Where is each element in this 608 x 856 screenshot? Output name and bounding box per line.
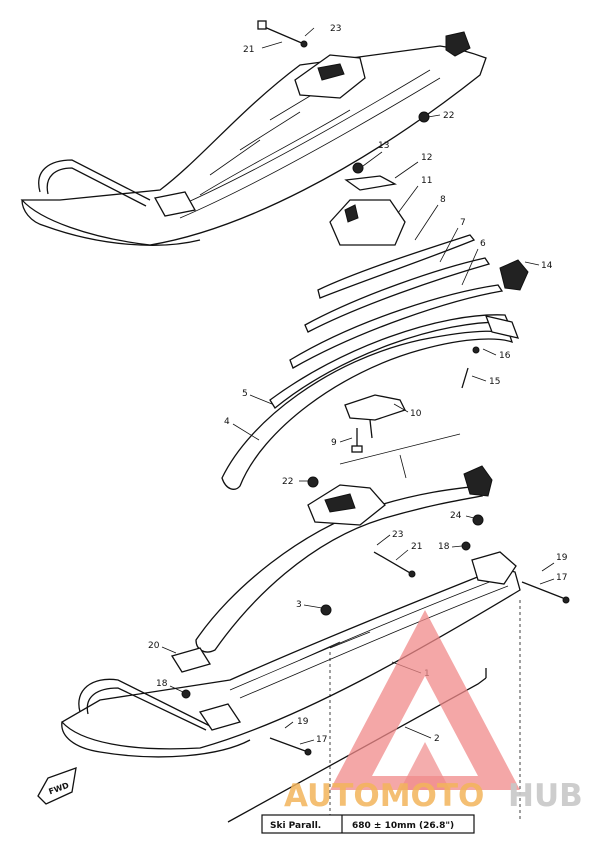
upper-ski-assembly (20, 20, 487, 246)
callout-leader-10 (393, 403, 409, 413)
callout-label-21: 21 (411, 542, 422, 552)
callout-label-4: 4 (224, 417, 230, 427)
callout-leader-15 (471, 375, 487, 382)
callout-leader-13 (362, 151, 383, 167)
callout-label-17: 17 (556, 573, 567, 583)
callout-leader-8 (414, 204, 439, 241)
callout-label-14: 14 (541, 261, 553, 271)
callout-leader-23 (304, 27, 315, 37)
callout-label-19: 19 (297, 717, 309, 727)
callout-leader-9 (339, 437, 353, 443)
callout-leader-18 (169, 685, 184, 693)
callout-label-23: 23 (330, 24, 341, 34)
callout-label-18: 18 (156, 679, 168, 689)
callout-label-9: 9 (331, 438, 337, 448)
callout-label-15: 15 (489, 377, 500, 387)
callout-leader-22 (427, 114, 441, 118)
ski-parallel-spec-table: Ski Parall. 680 ± 10mm (26.8") (261, 814, 475, 834)
callout-leader-24 (465, 515, 475, 519)
spring-leaf-stack (221, 162, 529, 490)
callout-label-11: 11 (421, 176, 432, 186)
callout-leader-3 (303, 604, 323, 609)
callout-leader-7 (439, 227, 459, 263)
callout-leader-2 (404, 726, 432, 739)
callout-label-12: 12 (421, 153, 432, 163)
callout-label-24: 24 (450, 511, 462, 521)
callout-leader-18 (451, 545, 463, 548)
callout-leader-17 (539, 578, 555, 585)
callout-label-20: 20 (148, 641, 160, 651)
callout-leader-21 (395, 549, 409, 561)
callout-label-19: 19 (556, 553, 568, 563)
callout-leader-11 (397, 185, 419, 214)
callout-leader-12 (394, 161, 419, 179)
callout-leader-4 (232, 423, 260, 441)
callout-leader-5 (249, 394, 273, 405)
spec-value: 680 ± 10mm (26.8") (352, 821, 454, 831)
watermark-triangle-logo (330, 610, 520, 790)
callout-leader-20 (161, 646, 177, 654)
callout-leader-21 (261, 41, 283, 49)
lower-ski-assembly (60, 465, 570, 823)
callout-label-8: 8 (440, 195, 446, 205)
callout-leader-17 (299, 739, 315, 745)
callout-leader-16 (482, 348, 497, 356)
callout-label-10: 10 (410, 409, 422, 419)
callout-label-22: 22 (443, 111, 454, 121)
callout-label-23: 23 (392, 530, 403, 540)
spec-label: Ski Parall. (270, 821, 321, 831)
callout-label-3: 3 (296, 600, 302, 610)
callout-leader-14 (524, 261, 540, 266)
callout-label-17: 17 (316, 735, 327, 745)
callout-label-21: 21 (243, 45, 254, 55)
automotohub-watermark: AUTOMOTO HUB (284, 610, 583, 814)
callout-label-7: 7 (460, 218, 466, 228)
callout-label-16: 16 (499, 351, 511, 361)
callout-label-6: 6 (480, 239, 486, 249)
watermark-text-hub: HUB (508, 778, 583, 814)
forward-arrow-icon: FWD (37, 767, 77, 805)
callout-label-5: 5 (242, 389, 248, 399)
callout-label-2: 2 (434, 734, 440, 744)
callout-label-13: 13 (378, 141, 389, 151)
callout-leader-19 (541, 562, 555, 572)
callout-leader-6 (461, 248, 479, 286)
callout-label-22: 22 (282, 477, 293, 487)
watermark-triangle-inner (400, 742, 450, 790)
callout-leader-19 (284, 721, 294, 729)
callout-leader-23 (376, 534, 391, 546)
callout-label-18: 18 (438, 542, 450, 552)
watermark-text-automoto: AUTOMOTO (284, 778, 484, 814)
